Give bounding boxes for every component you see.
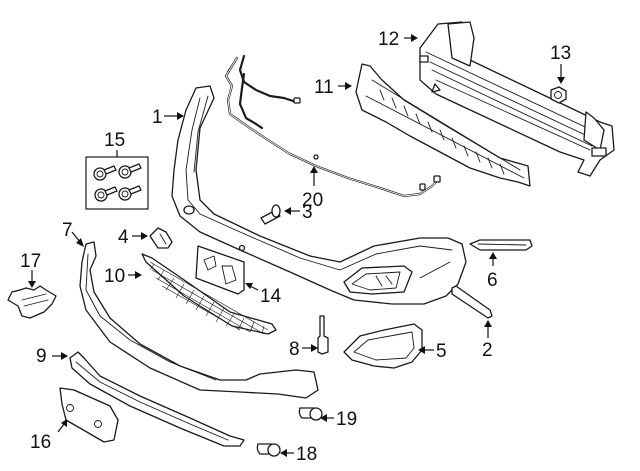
radar-bracket-part[interactable] (59, 387, 119, 443)
license-plate-bracket-part[interactable] (195, 245, 245, 295)
fog-lamp-bezel-part[interactable] (343, 323, 423, 369)
callout-13[interactable]: 13 (550, 43, 571, 64)
bumper-cover-part[interactable] (171, 85, 467, 305)
callout-7[interactable]: 7 (62, 220, 73, 241)
callout-8[interactable]: 8 (289, 339, 300, 360)
callout-6[interactable]: 6 (487, 270, 498, 291)
park-sensor-b-part[interactable] (298, 407, 323, 421)
energy-absorber-part[interactable] (355, 63, 531, 187)
callout-3[interactable]: 3 (302, 202, 313, 223)
callout-12[interactable]: 12 (378, 29, 399, 50)
callout-17[interactable]: 17 (20, 251, 41, 272)
callout-5[interactable]: 5 (436, 341, 447, 362)
callout-2[interactable]: 2 (482, 340, 493, 361)
bolt-icon (118, 163, 142, 179)
bolt-icon (93, 165, 117, 181)
lower-grille-part[interactable] (141, 253, 277, 335)
nut-part[interactable] (550, 86, 567, 104)
callout-4[interactable]: 4 (118, 227, 129, 248)
push-pin-part[interactable] (260, 204, 281, 225)
lower-spoiler-part[interactable] (69, 351, 245, 447)
callout-arrows (28, 34, 565, 457)
bolt-icon (94, 186, 118, 202)
callout-11[interactable]: 11 (314, 77, 334, 98)
bolt-icon (118, 185, 142, 201)
lower-valance-part[interactable] (79, 241, 319, 399)
callout-14[interactable]: 14 (260, 286, 282, 307)
callout-18[interactable]: 18 (296, 444, 317, 465)
reinforcement-beam-part[interactable] (419, 21, 615, 177)
callout-20[interactable]: 20 (302, 190, 323, 211)
bolt-kit-part[interactable] (85, 156, 149, 210)
upper-molding-part[interactable] (469, 239, 533, 251)
callout-9[interactable]: 9 (36, 346, 47, 367)
rivet-pin-part[interactable] (317, 315, 329, 355)
callout-10[interactable]: 10 (104, 266, 125, 287)
callout-15[interactable]: 15 (104, 130, 125, 151)
wiring-harness-part[interactable] (224, 54, 441, 198)
callout-1[interactable]: 1 (152, 107, 163, 128)
callout-19[interactable]: 19 (336, 409, 357, 430)
lower-molding-part[interactable] (451, 285, 493, 319)
callout-16[interactable]: 16 (30, 432, 51, 453)
sensor-bracket-part[interactable] (7, 285, 57, 319)
park-sensor-a-part[interactable] (256, 443, 281, 457)
tow-hook-cover-part[interactable] (149, 227, 173, 249)
callout-labels: 1 2 3 4 5 6 7 8 9 10 11 12 13 14 15 16 1… (20, 29, 571, 465)
